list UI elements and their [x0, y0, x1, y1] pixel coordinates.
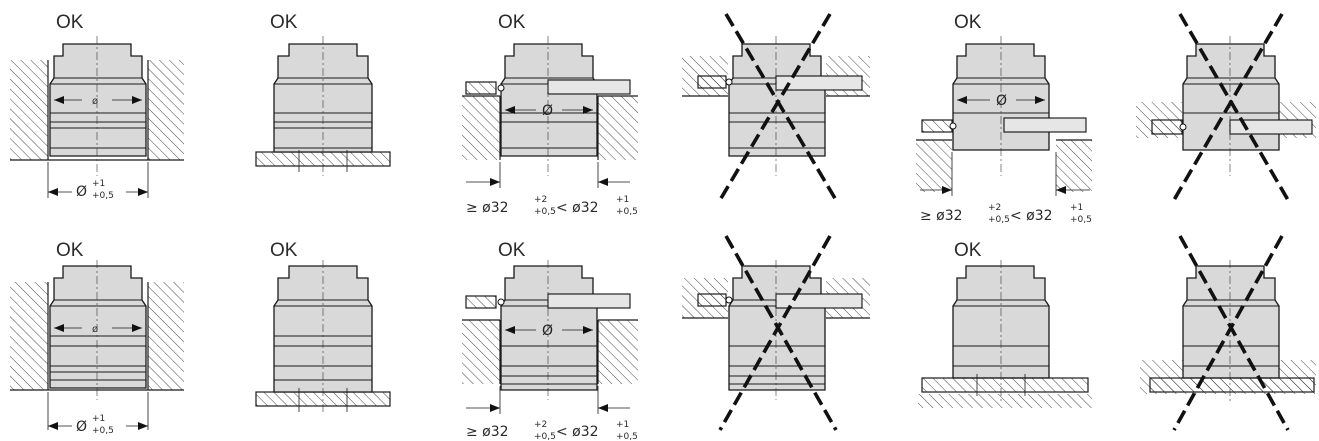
not-ok-cross-mark	[1178, 235, 1290, 431]
panel-r2c6	[1140, 235, 1316, 431]
svg-text:+2: +2	[534, 195, 547, 205]
ok-label: OK	[270, 12, 298, 33]
svg-text:+0,5: +0,5	[1070, 215, 1092, 225]
panel-r2c2: OK	[255, 240, 391, 412]
panel-r1c4	[682, 13, 870, 201]
svg-text:ø: ø	[92, 324, 98, 335]
panel-r1c1: OK ø Ø +1 +0,5	[10, 12, 184, 201]
svg-text:< ø32: < ø32	[1010, 208, 1053, 224]
svg-text:+1: +1	[92, 414, 105, 424]
not-ok-cross-mark	[724, 13, 838, 201]
svg-text:+1: +1	[616, 195, 629, 205]
panel-r2c1: OK ø Ø +1 +0,5	[10, 240, 184, 436]
panel-r1c2: OK	[255, 12, 391, 176]
svg-text:Ø: Ø	[542, 323, 553, 339]
panel-r2c5: OK	[918, 240, 1092, 408]
bore-tolerance-label: Ø	[76, 184, 87, 200]
ok-label: OK	[954, 12, 982, 33]
housing-wall-right	[148, 60, 184, 160]
svg-text:+1: +1	[1070, 203, 1083, 213]
ok-label: OK	[954, 240, 982, 261]
cylinder-body	[728, 43, 826, 157]
panel-r1c3: OK Ø ≥ ø32 +2 +0,5 < ø32 +1 +0,5	[462, 12, 638, 217]
not-ok-cross-mark	[724, 235, 838, 431]
not-ok-cross-mark	[1178, 13, 1290, 201]
ok-label: OK	[56, 240, 84, 261]
cylinder-body	[1182, 265, 1280, 379]
svg-text:+1: +1	[616, 420, 629, 430]
cylinder-body	[273, 43, 373, 153]
svg-text:≥ ø32: ≥ ø32	[466, 200, 509, 216]
svg-text:+0,5: +0,5	[92, 191, 114, 201]
svg-text:≥ ø32: ≥ ø32	[466, 424, 509, 440]
panel-r2c4	[682, 235, 870, 431]
ok-label: OK	[498, 240, 526, 261]
cylinder-body	[49, 265, 147, 389]
svg-text:Ø: Ø	[76, 419, 87, 435]
svg-text:+0,5: +0,5	[616, 432, 638, 441]
clamp-plate	[465, 81, 497, 95]
clamp-screw	[547, 79, 631, 95]
svg-text:+0,5: +0,5	[534, 207, 556, 217]
svg-text:< ø32: < ø32	[556, 424, 599, 440]
diameter-symbol: ø	[92, 96, 98, 107]
svg-text:Ø: Ø	[542, 103, 553, 119]
svg-text:+1: +1	[92, 179, 105, 189]
svg-text:+2: +2	[988, 203, 1001, 213]
ok-label: OK	[498, 12, 526, 33]
cylinder-body	[500, 43, 598, 157]
svg-text:+0,5: +0,5	[92, 426, 114, 436]
ok-label: OK	[270, 240, 298, 261]
svg-text:+0,5: +0,5	[988, 215, 1010, 225]
svg-text:+0,5: +0,5	[616, 207, 638, 217]
svg-text:< ø32: < ø32	[556, 200, 599, 216]
panel-r1c5: OK Ø ≥ ø32 +2 +0,5 < ø32 +1 +0,5	[916, 12, 1092, 225]
panel-r1c6	[1136, 13, 1316, 201]
svg-text:≥ ø32: ≥ ø32	[920, 208, 963, 224]
housing-wall-left	[10, 60, 48, 160]
panel-r2c3: OK Ø ≥ ø32 +2 +0,5 < ø32 +1 +0,5	[462, 240, 638, 441]
svg-text:+2: +2	[534, 420, 547, 430]
svg-text:+0,5: +0,5	[534, 432, 556, 441]
ok-label: OK	[56, 12, 84, 33]
svg-text:Ø: Ø	[996, 93, 1007, 109]
